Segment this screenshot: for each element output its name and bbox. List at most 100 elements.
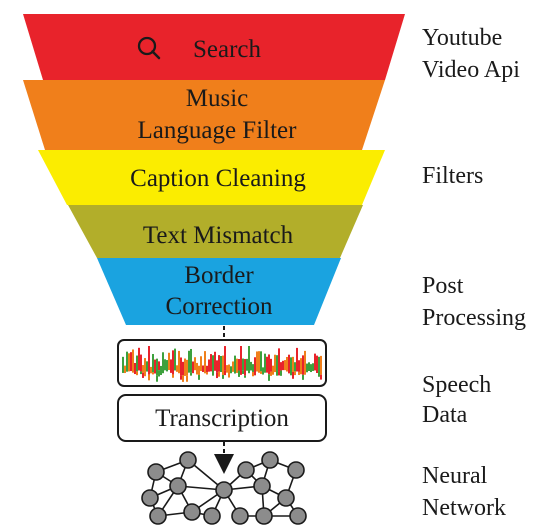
network-node [179,451,197,469]
funnel-stage-label: Caption Cleaning [130,165,306,192]
spectrogram-bar [280,362,282,371]
spectrogram-bar [262,367,264,375]
spectrogram-bar [228,364,230,372]
network-node [287,461,305,479]
spectrogram-bar [146,361,148,372]
network-node [215,481,233,499]
spectrogram-bar [258,351,260,373]
funnel-segment-caption-cleaning [38,150,385,205]
spectrogram-bar [134,362,136,375]
spectrogram-bar [182,361,184,376]
spectrogram-bar [288,354,290,374]
spectrogram-bar [296,347,298,372]
spectrogram-bar [292,356,294,372]
spectrogram-box [117,339,327,387]
transcription-box: Transcription [117,394,327,442]
spectrogram-bar [174,348,176,371]
side-label-neural-network: Neural Network [422,463,506,521]
spectrogram-bar [276,370,278,376]
spectrogram-bar [206,365,208,373]
spectrogram-bar [256,351,258,372]
funnel-segment-text-mismatch [68,205,363,258]
spectrogram-bar [156,375,158,382]
network-node [261,451,279,469]
spectrogram-bar [172,374,174,378]
funnel-stage-label: Music [186,85,249,112]
spectrogram-bar [230,366,232,374]
spectrogram-bar [188,350,190,373]
funnel: Search Music Language Filter Caption Cle… [23,14,405,325]
spectrogram-bar [140,371,142,375]
spectrogram-bar [268,374,270,381]
side-labels: Youtube Video Api Filters Post Processin… [422,25,526,521]
spectrogram-bar [212,355,214,376]
spectrogram-bar [156,358,158,376]
spectrogram-bar [320,374,322,380]
network-node [231,507,249,525]
spectrogram-bar [240,346,242,371]
spectrogram-bar [226,365,228,373]
spectrogram-bar [220,355,222,373]
spectrogram-bar [172,350,174,375]
spectrogram-bar [298,371,300,375]
spectrogram-image [122,346,322,382]
spectrogram-bar [198,374,200,380]
spectrogram-bar [250,361,252,371]
side-label-speech-data: Speech Data [422,372,497,428]
spectrogram-bar [312,363,314,371]
spectrogram-bar [318,371,320,377]
network-node [289,507,307,525]
spectrogram-bar [142,365,144,373]
spectrogram-bar [178,350,180,374]
spectrogram-bar [154,359,156,374]
network-node [141,489,159,507]
spectrogram-bar [198,365,200,375]
spectrogram-bar [252,371,254,377]
spectrogram-bar [302,374,304,380]
spectrogram-bar [158,361,160,371]
spectrogram-bar [192,361,194,374]
transcription-label: Transcription [155,405,289,432]
spectrogram-bar [218,355,220,372]
spectrogram-bar [302,355,304,375]
spectrogram-bar [136,355,138,372]
spectrogram-bar [164,359,166,371]
spectrogram-bar [150,366,152,374]
funnel-stage-label: Border [184,262,254,289]
spectrogram-bar [216,372,218,379]
spectrogram-bar [160,365,162,375]
network-node [253,477,271,495]
network-node [147,463,165,481]
spectrogram-bar [310,364,312,373]
spectrogram-bar [182,375,184,382]
spectrogram-bar [180,357,182,376]
funnel-stage-caption-cleaning: Caption Cleaning [38,150,385,205]
funnel-stage-text-mismatch: Text Mismatch [68,205,363,258]
spectrogram-bar [138,347,140,371]
spectrogram-bar [266,356,268,373]
spectrogram-bar [144,358,146,372]
side-label-post-processing: Post Processing [422,273,526,331]
funnel-stage-label: Correction [166,293,273,320]
spectrogram-bar [206,372,208,375]
funnel-stage-border-correction: Border Correction [97,258,341,325]
network-node [183,503,201,521]
spectrogram-bar [208,359,210,372]
spectrogram-bar [194,357,196,371]
spectrogram-bar [210,354,212,372]
spectrogram-bar [272,365,274,375]
funnel-segment-border-correction [97,258,341,325]
spectrogram-bar [280,370,282,376]
spectrogram-bar [148,346,150,375]
spectrogram-bar [162,352,164,374]
spectrogram-bar [278,371,280,376]
network-node [255,507,273,525]
spectrogram-bar [228,371,230,378]
spectrogram-bar [246,358,248,371]
spectrogram-bar [260,371,262,374]
spectrogram-bar [168,352,170,371]
spectrogram-bar [286,356,288,372]
spectrogram-bar [248,346,250,374]
spectrogram-bar [244,358,246,376]
